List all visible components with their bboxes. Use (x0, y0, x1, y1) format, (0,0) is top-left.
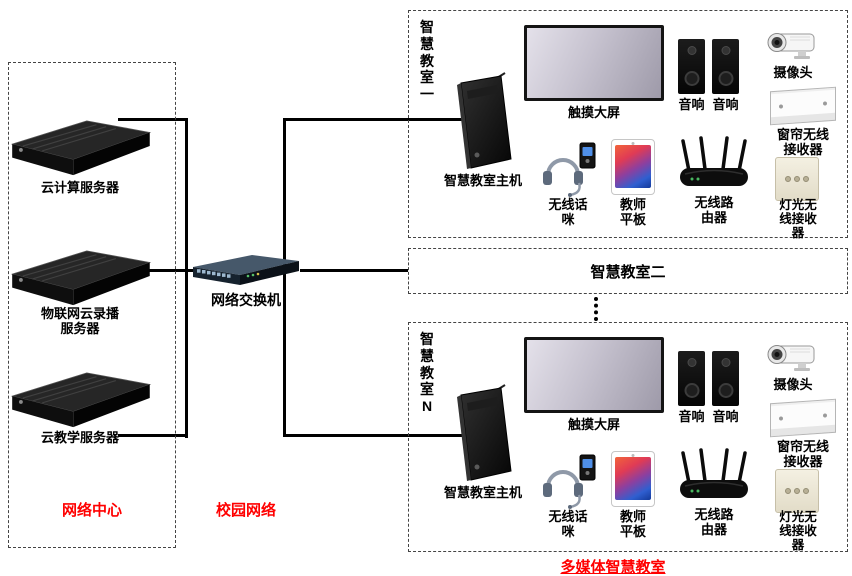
light-receiver-label: 灯光无 线接收 器 (779, 510, 817, 552)
wireless-router-icon (677, 447, 751, 505)
touch-screen-icon (524, 25, 664, 101)
button-dot (803, 176, 809, 182)
iot-recording-server-label: 物联网云录播 服务器 (40, 306, 119, 337)
touch-screen-label: 触摸大屏 (567, 105, 620, 120)
speaker-right-label: 音响 (712, 97, 739, 112)
curtain-receiver-label: 窗帘无线 接收器 (776, 439, 829, 470)
speaker-left-label: 音响 (678, 97, 705, 112)
classroom-host-label: 智慧教室主机 (443, 173, 522, 188)
wireless-router-label: 无线路 由器 (694, 195, 734, 226)
woofer (684, 383, 699, 398)
network-center-box (8, 62, 176, 548)
campus-network-label: 校园网络 (215, 502, 276, 519)
wireless-mic-icon (539, 139, 597, 197)
cloud-computing-server-label: 云计算服务器 (40, 180, 119, 195)
screw-dot (779, 416, 783, 421)
curtain-receiver-label: 窗帘无线 接收器 (776, 127, 829, 158)
curtain-receiver-icon (770, 398, 836, 438)
camera-label: 摄像头 (773, 377, 813, 392)
speaker-left-label: 音响 (678, 409, 705, 424)
connector-server3-trunk (118, 434, 188, 437)
touch-screen-icon (524, 337, 664, 413)
classroom-1-box: 智慧教室一 智慧教室主机 触摸大屏 音响 音响 摄像头 窗帘无线 接收器 无线话… (408, 10, 848, 240)
teacher-tablet-label: 教师 平板 (619, 509, 646, 540)
curtain-receiver-icon (770, 86, 836, 126)
screw-dot (823, 101, 827, 106)
woofer (718, 71, 733, 86)
tablet-camera-dot (631, 453, 635, 457)
screw-dot (823, 413, 827, 418)
camera-icon (764, 339, 822, 375)
wireless-mic-icon (539, 451, 597, 509)
wireless-router-icon (677, 135, 751, 193)
camera-icon (764, 27, 822, 63)
button-dot (794, 176, 800, 182)
classroom-1-title: 智慧教室一 (420, 19, 434, 103)
connector-server1-trunk (118, 118, 188, 121)
classroom-host-icon (447, 71, 519, 171)
classroom-2-box: 智慧教室二 (408, 248, 848, 294)
cloud-teaching-server-icon (6, 368, 154, 430)
woofer (684, 71, 699, 86)
wireless-mic-label: 无线话 咪 (548, 509, 588, 540)
connector-classroom1-host (283, 118, 464, 121)
woofer (718, 383, 733, 398)
touch-screen-label: 触摸大屏 (567, 417, 620, 432)
connector-switch-classroom2 (300, 269, 408, 272)
tweeter (687, 46, 696, 55)
connector-right-trunk (283, 118, 286, 437)
connector-classroomN-host (283, 434, 464, 437)
tablet-screen (615, 457, 651, 500)
screw-dot (779, 104, 783, 109)
speaker-right-icon (712, 351, 739, 406)
wireless-router-label: 无线路 由器 (694, 507, 734, 538)
speaker-right-icon (712, 39, 739, 94)
tweeter (687, 358, 696, 367)
tweeter (721, 358, 730, 367)
classroom-2-title: 智慧教室二 (590, 263, 666, 281)
teacher-tablet-icon (611, 451, 655, 507)
button-dot (803, 488, 809, 494)
network-switch-label: 网络交换机 (211, 292, 281, 308)
button-dot (785, 176, 791, 182)
dotted-ellipsis-connector (594, 297, 598, 321)
speaker-left-icon (678, 351, 705, 406)
speaker-left-icon (678, 39, 705, 94)
tablet-screen (615, 145, 651, 188)
light-receiver-icon (775, 157, 819, 201)
tweeter (721, 46, 730, 55)
light-receiver-icon (775, 469, 819, 513)
camera-label: 摄像头 (773, 65, 813, 80)
classroom-n-box: 智慧教室N 智慧教室主机 触摸大屏 音响 音响 摄像头 窗帘无线 接收器 无线话… (408, 322, 848, 552)
network-center-label: 网络中心 (61, 502, 122, 519)
tablet-camera-dot (631, 141, 635, 145)
wireless-mic-label: 无线话 咪 (548, 197, 588, 228)
connector-server2-switch (122, 269, 194, 272)
touch-screen-surface (527, 28, 661, 98)
network-switch-icon (190, 252, 302, 290)
light-receiver-label: 灯光无 线接收 器 (779, 198, 817, 240)
touch-screen-surface (527, 340, 661, 410)
iot-recording-server-icon (6, 246, 154, 308)
connector-left-trunk (185, 118, 188, 438)
button-dot (785, 488, 791, 494)
teacher-tablet-icon (611, 139, 655, 195)
multimedia-classroom-label: 多媒体智慧教室 (560, 559, 666, 576)
speaker-right-label: 音响 (712, 409, 739, 424)
classroom-host-label: 智慧教室主机 (443, 485, 522, 500)
cloud-computing-server-icon (6, 116, 154, 178)
cloud-teaching-server-label: 云教学服务器 (40, 430, 119, 445)
classroom-host-icon (447, 383, 519, 483)
classroom-n-title: 智慧教室N (420, 331, 434, 415)
teacher-tablet-label: 教师 平板 (619, 197, 646, 228)
button-dot (794, 488, 800, 494)
